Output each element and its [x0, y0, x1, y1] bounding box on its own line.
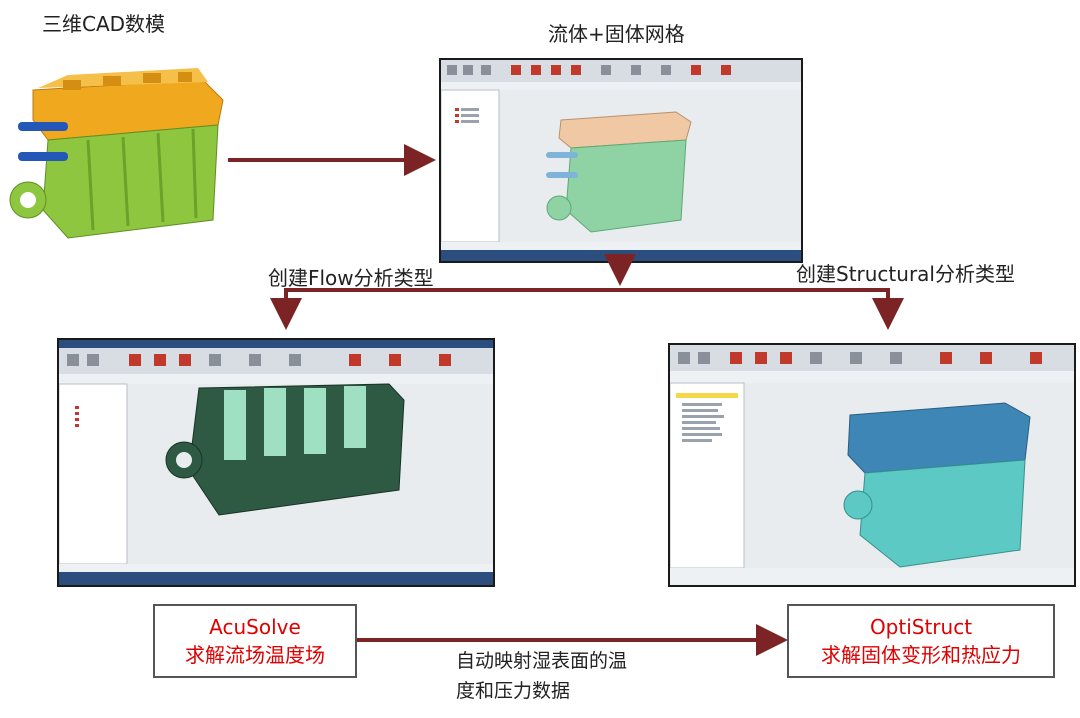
optistruct-line2: 求解固体变形和热应力: [821, 643, 1021, 667]
label-flow: 创建Flow分析类型: [268, 266, 434, 290]
acusolve-line1: AcuSolve: [209, 615, 301, 639]
label-structural: 创建Structural分析类型: [796, 262, 1015, 286]
title-cad: 三维CAD数模: [42, 12, 166, 36]
optistruct-box: OptiStruct 求解固体变形和热应力: [787, 604, 1055, 678]
mapping-line1: 自动映射湿表面的温: [456, 650, 628, 672]
acusolve-box: AcuSolve 求解流场温度场: [153, 604, 357, 678]
acusolve-line2: 求解流场温度场: [185, 643, 325, 667]
cad-model-image: [8, 60, 238, 250]
title-mesh: 流体+固体网格: [548, 22, 685, 46]
mapping-description: 自动映射湿表面的温 度和压力数据: [456, 646, 627, 706]
flow-mesh-screenshot: [57, 338, 495, 587]
arrow-split: [284, 288, 904, 330]
structural-mesh-screenshot: [668, 343, 1076, 587]
mapping-line2: 度和压力数据: [456, 680, 571, 702]
optistruct-line1: OptiStruct: [869, 615, 973, 639]
